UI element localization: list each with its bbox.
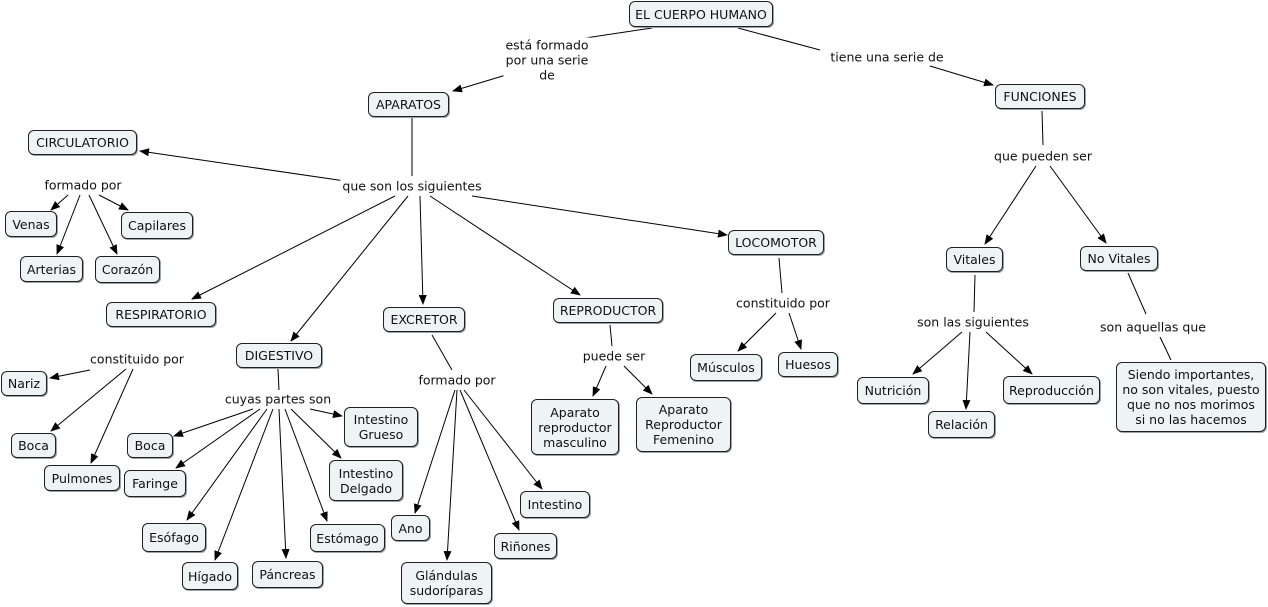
concept-pulmones[interactable]: Pulmones xyxy=(44,465,120,491)
concept-digestivo[interactable]: DIGESTIVO xyxy=(236,343,322,368)
connector-line xyxy=(431,334,453,371)
connector-line xyxy=(929,65,994,87)
concept-estomago[interactable]: Estómago xyxy=(310,524,385,552)
connector-line xyxy=(443,389,458,561)
concept-venas[interactable]: Venas xyxy=(5,211,57,237)
concept-intestino[interactable]: Intestino xyxy=(520,491,590,518)
link-que-son-siguientes: que son los siguientes xyxy=(340,178,484,194)
connector-line xyxy=(277,368,280,391)
link-circulatorio-formado: formado por xyxy=(42,177,124,193)
concept-circulatorio[interactable]: CIRCULATORIO xyxy=(28,130,137,155)
connector-line xyxy=(98,194,129,211)
connector-line xyxy=(175,408,261,469)
connector-line xyxy=(973,274,976,313)
connector-line xyxy=(737,27,821,51)
concept-reproductor-femenino[interactable]: Aparato Reproductor Femenino xyxy=(636,397,731,452)
connector-line xyxy=(1049,165,1107,244)
connector-line xyxy=(50,368,127,432)
concept-relacion[interactable]: Relación xyxy=(928,411,995,438)
concept-no-vitales-descripcion[interactable]: Siendo importantes, no son vitales, pues… xyxy=(1116,362,1266,432)
link-que-pueden-ser: que pueden ser xyxy=(992,148,1094,164)
concept-locomotor[interactable]: LOCOMOTOR xyxy=(728,230,824,255)
link-tiene-serie: tiene una serie de xyxy=(828,49,946,65)
connector-line xyxy=(284,408,328,522)
concept-corazon[interactable]: Corazón xyxy=(95,256,160,283)
concept-reproductor[interactable]: REPRODUCTOR xyxy=(553,298,663,323)
connector-line xyxy=(191,195,396,300)
concept-respiratorio[interactable]: RESPIRATORIO xyxy=(106,302,216,327)
concept-reproduccion[interactable]: Reproducción xyxy=(1003,376,1100,404)
concept-higado[interactable]: Hígado xyxy=(182,562,238,590)
concept-huesos[interactable]: Huesos xyxy=(778,352,838,377)
connector-line xyxy=(459,389,520,531)
concept-arterias[interactable]: Arterias xyxy=(20,256,83,282)
concept-rinones[interactable]: Riñones xyxy=(494,533,557,559)
connector-line xyxy=(214,408,274,561)
connector-line xyxy=(592,365,607,397)
connector-line xyxy=(290,195,409,342)
concept-no-vitales[interactable]: No Vitales xyxy=(1080,246,1158,271)
connector-line xyxy=(452,74,507,93)
concept-boca-digestivo[interactable]: Boca xyxy=(127,433,173,458)
concept-nariz[interactable]: Nariz xyxy=(1,371,47,396)
concept-musculos[interactable]: Músculos xyxy=(690,354,762,381)
connector-line xyxy=(912,331,963,375)
connector-line xyxy=(418,195,427,305)
connector-line xyxy=(49,369,91,381)
connector-line xyxy=(471,195,728,238)
connector-line xyxy=(413,389,456,514)
connector-line xyxy=(737,312,777,352)
concept-boca-respiratorio[interactable]: Boca xyxy=(11,433,56,458)
concept-cuerpo-humano[interactable]: EL CUERPO HUMANO xyxy=(629,1,773,27)
concept-pancreas[interactable]: Páncreas xyxy=(252,561,323,588)
concept-intestino-grueso[interactable]: Intestino Grueso xyxy=(344,407,418,447)
concept-reproductor-masculino[interactable]: Aparato reproductor masculino xyxy=(531,399,619,455)
connector-line xyxy=(962,331,971,410)
link-formado-serie: está formado por una serie de xyxy=(503,37,591,83)
link-respiratorio-constituido: constituido por xyxy=(88,351,186,367)
concept-capilares[interactable]: Capilares xyxy=(121,212,193,239)
link-reproductor-puede: puede ser xyxy=(580,348,648,364)
connector-line xyxy=(985,331,1033,375)
concept-ano[interactable]: Ano xyxy=(391,515,430,541)
link-locomotor-constituido: constituido por xyxy=(734,295,832,311)
connector-line xyxy=(56,194,81,255)
connector-line xyxy=(88,194,118,255)
connector-line xyxy=(309,408,343,418)
link-son-siguientes: son las siguientes xyxy=(915,314,1031,330)
concept-faringe[interactable]: Faringe xyxy=(124,470,186,497)
concept-nutricion[interactable]: Nutrición xyxy=(857,377,929,404)
concept-glandulas-sudoriparas[interactable]: Glándulas sudoríparas xyxy=(401,562,492,604)
connector-line xyxy=(1159,336,1172,361)
connector-line xyxy=(186,408,268,521)
concept-vitales[interactable]: Vitales xyxy=(946,247,1003,272)
connector-line xyxy=(139,148,346,182)
connector-line xyxy=(173,408,254,437)
concept-excretor[interactable]: EXCRETOR xyxy=(383,307,465,332)
connector-line xyxy=(50,194,69,211)
concept-intestino-delgado[interactable]: Intestino Delgado xyxy=(329,460,403,501)
connector-line xyxy=(278,408,290,559)
connector-line xyxy=(463,389,543,490)
concept-esofago[interactable]: Esófago xyxy=(142,523,206,552)
link-son-aquellas: son aquellas que xyxy=(1098,319,1208,335)
connector-line xyxy=(788,312,802,350)
connector-line xyxy=(1127,272,1147,315)
connector-line xyxy=(984,165,1037,245)
connector-line xyxy=(90,368,134,464)
connector-line xyxy=(290,408,342,459)
connector-line xyxy=(1041,110,1044,146)
connector-line xyxy=(778,257,783,294)
link-excretor-formado: formado por xyxy=(416,372,498,388)
connector-line xyxy=(623,365,653,395)
connector-line xyxy=(609,324,613,347)
concept-funciones[interactable]: FUNCIONES xyxy=(995,84,1085,109)
connector-line xyxy=(429,195,581,296)
link-digestivo-partes: cuyas partes son xyxy=(222,391,334,407)
concept-aparatos[interactable]: APARATOS xyxy=(368,92,449,117)
